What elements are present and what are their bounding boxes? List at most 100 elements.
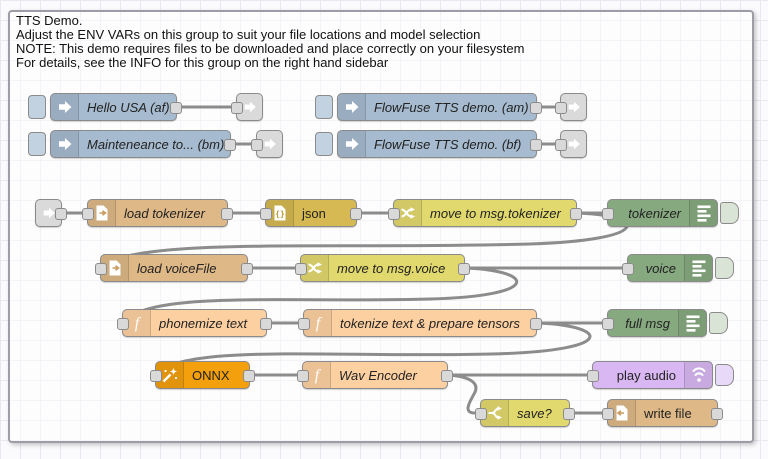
- inject-trigger-button[interactable]: [28, 132, 46, 156]
- node-label: move to msg.voice: [337, 260, 446, 276]
- input-port[interactable]: [251, 139, 263, 151]
- input-port[interactable]: [82, 208, 94, 220]
- inject-arrow-icon: [338, 131, 366, 157]
- input-port[interactable]: [297, 370, 309, 382]
- group-label-line: TTS Demo.: [16, 13, 83, 28]
- node-label: FlowFuse TTS demo. (bf): [374, 136, 522, 152]
- svg-text:f: f: [315, 315, 322, 332]
- shuffle-arrows-icon: [301, 255, 329, 281]
- input-port[interactable]: [602, 208, 614, 220]
- link-arrow-icon: [568, 101, 580, 113]
- output-port[interactable]: [170, 102, 182, 114]
- node-debug-full-msg[interactable]: full msg: [602, 309, 728, 337]
- inject-trigger-button[interactable]: [315, 95, 333, 119]
- output-port[interactable]: [224, 139, 236, 151]
- node-tokenize-text[interactable]: f tokenize text & prepare tensors: [298, 309, 542, 337]
- group-label-line: NOTE: This demo requires files to be dow…: [16, 41, 525, 56]
- output-port[interactable]: [711, 408, 723, 420]
- output-port[interactable]: [530, 102, 542, 114]
- input-port[interactable]: [602, 408, 614, 420]
- node-write-file[interactable]: write file: [602, 399, 723, 427]
- debug-toggle-button[interactable]: [720, 202, 739, 224]
- node-label: phonemize text: [159, 315, 248, 331]
- output-port[interactable]: [441, 370, 453, 382]
- node-load-voicefile[interactable]: load voiceFile: [95, 254, 253, 282]
- output-port[interactable]: [221, 208, 233, 220]
- node-inject-flowfuse-am[interactable]: FlowFuse TTS demo. (am): [315, 93, 542, 121]
- output-port[interactable]: [241, 263, 253, 275]
- inject-arrow-icon: [51, 131, 79, 157]
- node-inject-maintenance[interactable]: Mainteneance to... (bm): [28, 130, 236, 158]
- node-label: full msg: [625, 315, 670, 331]
- inject-trigger-button[interactable]: [28, 95, 46, 119]
- node-link-out[interactable]: [231, 93, 263, 121]
- input-port[interactable]: [388, 208, 400, 220]
- node-link-out[interactable]: [555, 130, 587, 158]
- output-port[interactable]: [260, 318, 272, 330]
- node-label: Mainteneance to... (bm): [87, 136, 225, 152]
- node-play-audio[interactable]: play audio: [587, 361, 734, 389]
- inject-arrow-icon: [338, 94, 366, 120]
- input-port[interactable]: [117, 318, 129, 330]
- input-port[interactable]: [295, 263, 307, 275]
- node-debug-tokenizer[interactable]: tokenizer: [602, 199, 739, 227]
- output-port[interactable]: [458, 263, 470, 275]
- node-phonemize-text[interactable]: f phonemize text: [117, 309, 272, 337]
- node-onnx[interactable]: ONNX: [150, 361, 255, 389]
- inject-arrow-icon: [51, 94, 79, 120]
- output-port[interactable]: [570, 208, 582, 220]
- node-label: Hello USA (af): [87, 99, 170, 115]
- group-label-line: Adjust the ENV VARs on this group to sui…: [16, 27, 481, 42]
- node-link-out[interactable]: [555, 93, 587, 121]
- svg-text:{}: {}: [275, 210, 285, 219]
- input-port[interactable]: [260, 208, 272, 220]
- node-label: write file: [644, 405, 692, 421]
- input-port[interactable]: [622, 263, 634, 275]
- node-label: load voiceFile: [137, 260, 217, 276]
- debug-toggle-button[interactable]: [709, 312, 728, 334]
- node-move-to-msg-voice[interactable]: move to msg.voice: [295, 254, 470, 282]
- group-label-line: For details, see the INFO for this group…: [16, 55, 389, 70]
- output-port[interactable]: [530, 139, 542, 151]
- node-save-switch[interactable]: save?: [475, 399, 575, 427]
- node-label: json: [302, 205, 326, 221]
- input-port[interactable]: [555, 139, 567, 151]
- input-port[interactable]: [475, 408, 487, 420]
- node-label: move to msg.tokenizer: [430, 205, 561, 221]
- debug-list-icon: [678, 310, 706, 336]
- input-port[interactable]: [587, 370, 599, 382]
- node-label: tokenizer: [628, 205, 681, 221]
- node-wav-encoder[interactable]: f Wav Encoder: [297, 361, 453, 389]
- output-port[interactable]: [243, 370, 255, 382]
- input-port[interactable]: [602, 318, 614, 330]
- input-port[interactable]: [555, 102, 567, 114]
- svg-text:f: f: [134, 315, 141, 332]
- node-debug-voice[interactable]: voice: [622, 254, 734, 282]
- debug-list-icon: [684, 255, 712, 281]
- output-port[interactable]: [563, 408, 575, 420]
- node-inject-flowfuse-bf[interactable]: FlowFuse TTS demo. (bf): [315, 130, 542, 158]
- node-load-tokenizer[interactable]: load tokenizer: [82, 199, 233, 227]
- input-port[interactable]: [95, 263, 107, 275]
- node-link-in[interactable]: [35, 199, 67, 227]
- debug-list-icon: [689, 200, 717, 226]
- input-port[interactable]: [231, 102, 243, 114]
- node-move-to-msg-tokenizer[interactable]: move to msg.tokenizer: [388, 199, 582, 227]
- node-inject-hello[interactable]: Hello USA (af): [28, 93, 182, 121]
- output-port[interactable]: [350, 208, 362, 220]
- input-port[interactable]: [298, 318, 310, 330]
- link-arrow-icon: [568, 138, 580, 150]
- node-label: voice: [645, 260, 676, 276]
- output-port[interactable]: [55, 208, 67, 220]
- svg-text:f: f: [314, 367, 321, 384]
- link-arrow-icon: [244, 101, 256, 113]
- inject-trigger-button[interactable]: [315, 132, 333, 156]
- node-json[interactable]: {} json: [260, 199, 362, 227]
- output-port[interactable]: [530, 318, 542, 330]
- debug-toggle-button[interactable]: [715, 257, 734, 279]
- play-audio-button[interactable]: [715, 364, 734, 386]
- input-port[interactable]: [150, 370, 162, 382]
- node-link-out[interactable]: [251, 130, 283, 158]
